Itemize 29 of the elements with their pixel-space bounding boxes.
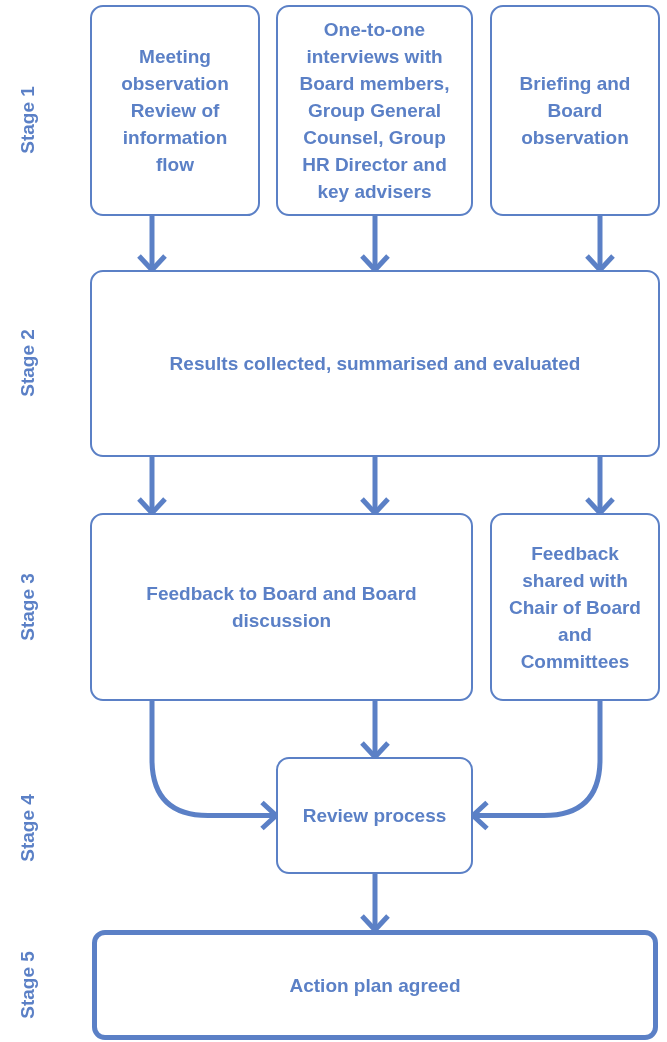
node-text: Results collected, summarised and evaluated xyxy=(169,352,581,376)
node-text: Action plan agreed xyxy=(289,973,461,998)
arrow xyxy=(136,216,168,273)
stage-label: Stage 3 xyxy=(17,573,39,641)
feedback-box xyxy=(490,513,660,701)
arrow xyxy=(584,457,616,516)
node-text: Feedback shared with Chair of Board and Committees xyxy=(508,541,642,674)
arrow xyxy=(359,216,391,273)
arrow xyxy=(359,457,391,516)
arrow xyxy=(359,701,391,760)
node-text: One-to-one interviews with Board members, Group General Counsel, Group HR Director and key advisers xyxy=(298,18,451,204)
action-box xyxy=(92,930,658,1040)
node-text: Review of information flow xyxy=(121,99,229,177)
review-box xyxy=(276,757,473,874)
node-text: Meeting observation xyxy=(120,45,230,96)
results-box xyxy=(90,270,660,457)
stage-label: Stage 5 xyxy=(17,951,39,1019)
node-text: Feedback to Board and Board discussion xyxy=(145,582,418,633)
briefing-box xyxy=(490,5,660,216)
interview-box xyxy=(276,5,473,216)
node-text: Review process xyxy=(302,804,447,828)
feedback-box xyxy=(90,513,473,701)
stage-label: Stage 1 xyxy=(17,86,39,154)
stage-label: Stage 4 xyxy=(17,794,39,862)
stage-label: Stage 2 xyxy=(17,329,39,397)
arrow xyxy=(136,457,168,516)
observation-box xyxy=(90,5,260,216)
node-text: Briefing and Board observation xyxy=(518,72,632,150)
arrow xyxy=(584,216,616,273)
